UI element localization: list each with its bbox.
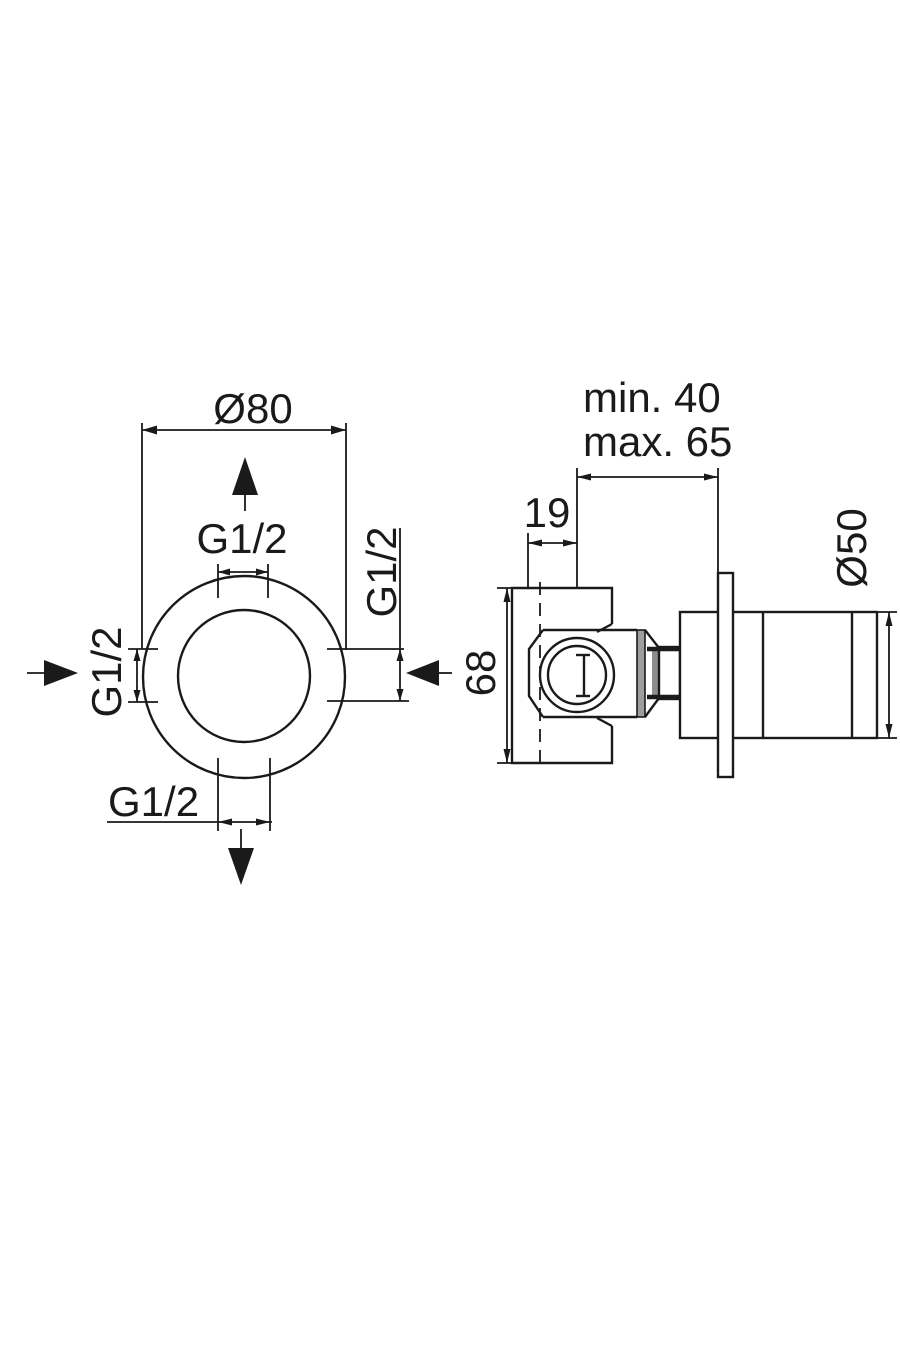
cartridge-collar xyxy=(657,645,682,701)
dim-arrowhead xyxy=(528,539,542,547)
dim-label-port-offset: 19 xyxy=(524,489,571,536)
handle-body xyxy=(678,610,879,740)
dim-arrowhead xyxy=(704,473,718,481)
flow-arrow-top-icon xyxy=(232,457,258,495)
dim-label-handle-diameter: Ø50 xyxy=(828,508,875,587)
cartridge-chamfer-line xyxy=(644,697,660,718)
flow-arrow-left-icon xyxy=(44,660,78,686)
wall-plate xyxy=(716,571,735,779)
dim-label-right-port: G1/2 xyxy=(358,526,405,617)
dim-label-bottom-port: G1/2 xyxy=(108,778,199,825)
spindle-shading-band xyxy=(652,650,658,696)
dim-arrowhead xyxy=(133,690,141,702)
dim-arrowhead xyxy=(563,539,577,547)
side-port-boss-outer xyxy=(538,636,616,714)
dim-arrowhead xyxy=(218,818,232,826)
flow-arrow-bottom-icon xyxy=(228,848,254,885)
handle-outline-circle xyxy=(176,608,312,744)
dim-arrowhead xyxy=(503,588,511,602)
dim-label-left-port: G1/2 xyxy=(83,626,130,717)
dim-arrowhead xyxy=(396,649,404,661)
dim-arrowhead xyxy=(503,749,511,763)
flow-arrow-right-icon xyxy=(406,660,439,686)
plate-outline-circle xyxy=(141,574,347,780)
dim-arrowhead xyxy=(885,724,893,738)
dim-label-plate-diameter: Ø80 xyxy=(213,385,292,432)
dim-label-body-height: 68 xyxy=(457,650,504,697)
union-nut-profile xyxy=(527,629,544,718)
dim-arrowhead xyxy=(256,568,268,576)
dim-arrowhead xyxy=(218,568,230,576)
side-port-boss-inner xyxy=(546,644,608,706)
body-shoulder-line xyxy=(596,716,613,728)
cartridge-chamfer-line xyxy=(644,629,660,649)
dim-arrowhead xyxy=(577,473,591,481)
dim-arrowhead xyxy=(331,425,346,435)
front-view: Ø80 G1/2 G1/2 G1/2 xyxy=(27,385,452,885)
valve-body-outline xyxy=(510,586,614,765)
side-view: min. 40 max. 65 19 68 xyxy=(457,374,897,779)
dim-arrowhead xyxy=(885,612,893,626)
dim-label-depth-max: max. 65 xyxy=(583,418,732,465)
dim-label-top-port: G1/2 xyxy=(196,515,287,562)
dim-arrowhead xyxy=(133,649,141,661)
dim-arrowhead xyxy=(256,818,270,826)
thread-shading-band xyxy=(636,629,646,718)
dim-arrowhead xyxy=(396,689,404,701)
dim-arrowhead xyxy=(142,425,157,435)
dim-label-depth-min: min. 40 xyxy=(583,374,721,421)
